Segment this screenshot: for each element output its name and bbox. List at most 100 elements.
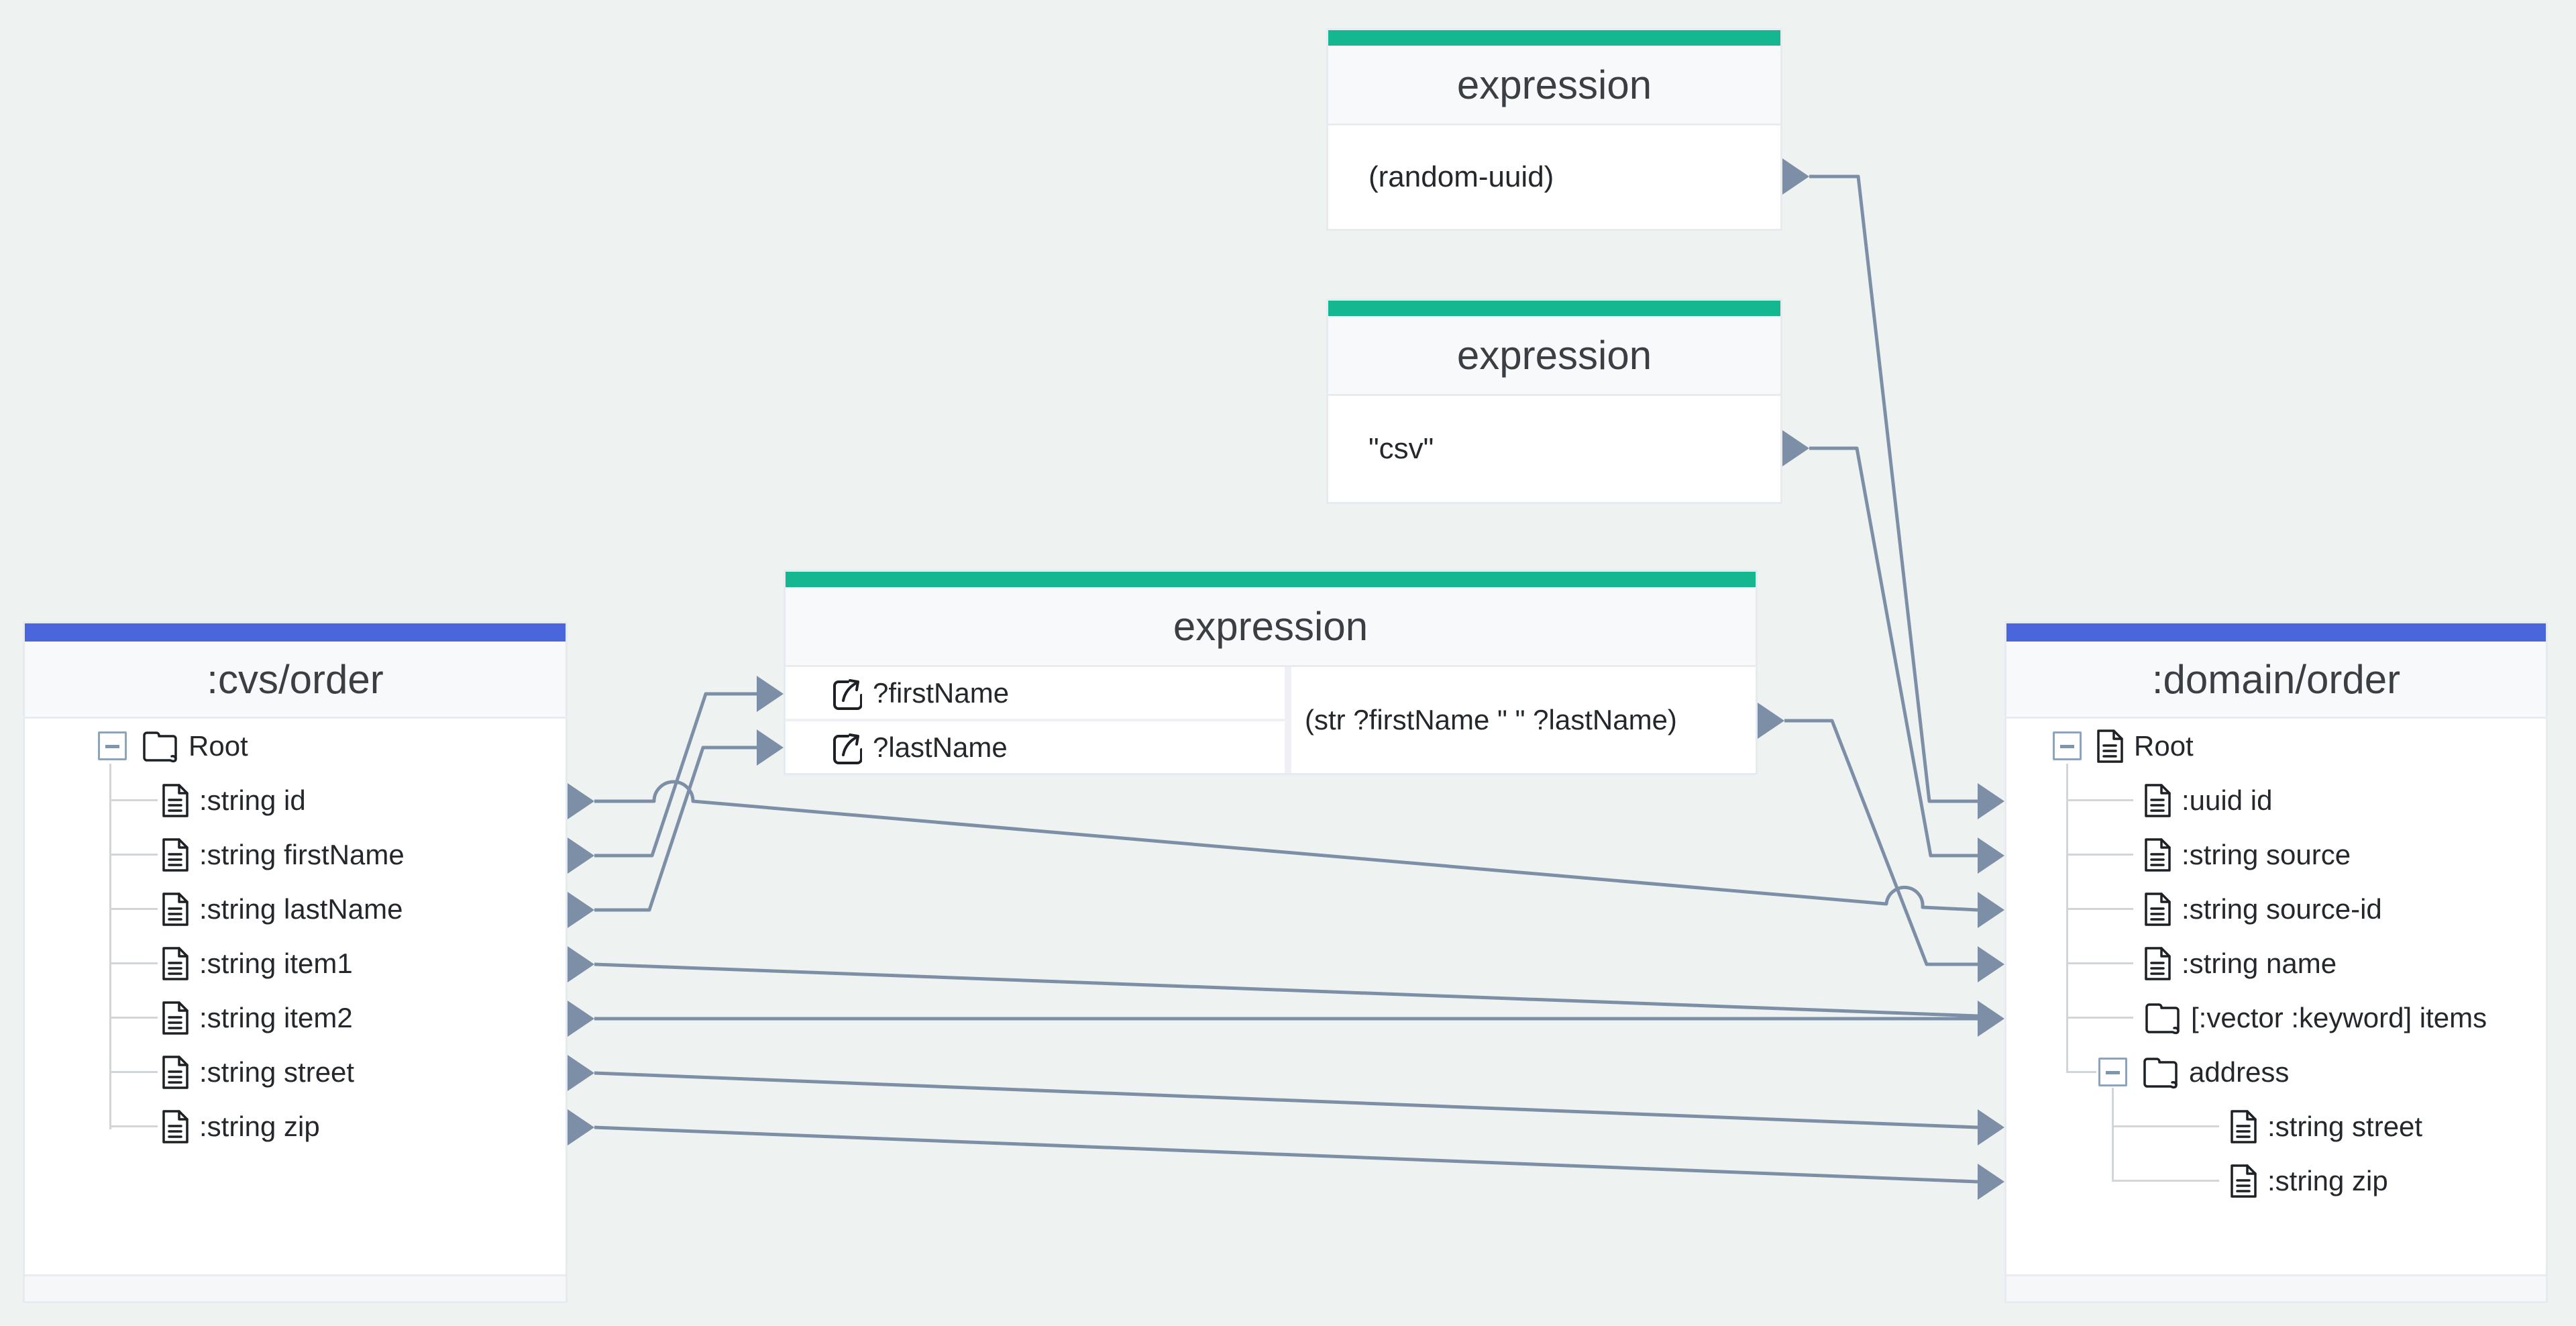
document-icon xyxy=(2229,1164,2258,1198)
tree-row-uuid-id[interactable]: :uuid id xyxy=(2006,773,2546,827)
tree-guide xyxy=(109,1017,158,1019)
connection-strconcat-to-name[interactable] xyxy=(1784,719,1978,966)
tree-guide xyxy=(109,764,111,1129)
output-port-arrow-random-uuid[interactable] xyxy=(1782,158,1809,195)
folder-icon xyxy=(140,729,179,763)
expression-title: expression xyxy=(1328,316,1780,396)
document-icon xyxy=(2143,892,2172,927)
input-port-arrow-expr-firstname[interactable] xyxy=(757,676,784,712)
tree-row-string-item1[interactable]: :string item1 xyxy=(25,936,566,990)
connection-csv-to-source[interactable] xyxy=(1809,446,1978,858)
input-port-arrow-zip[interactable] xyxy=(1978,1164,2004,1200)
expression-box-random-uuid[interactable]: expression (random-uuid) xyxy=(1326,28,1782,231)
tree-row-label: :string firstName xyxy=(199,838,405,870)
source-panel-footer xyxy=(25,1274,566,1301)
output-port-arrow-strconcat[interactable] xyxy=(1758,703,1784,739)
target-schema-tree: Root :uuid id :string source :string sou… xyxy=(2006,719,2546,1274)
collapse-minus-icon[interactable] xyxy=(98,731,127,760)
connection-random-uuid-to-id[interactable] xyxy=(1809,174,1978,803)
document-icon xyxy=(2143,946,2172,981)
tree-row-string-lastname[interactable]: :string lastName xyxy=(25,882,566,936)
expression-body[interactable]: (random-uuid) xyxy=(1328,125,1780,229)
tree-row-string-firstname[interactable]: :string firstName xyxy=(25,827,566,882)
input-port-arrow-source[interactable] xyxy=(1978,837,2004,874)
tree-row-label: :string street xyxy=(199,1056,355,1088)
output-port-arrow-item2[interactable] xyxy=(568,1001,594,1037)
tree-row-label: [:vector :keyword] items xyxy=(2191,1001,2487,1033)
document-icon xyxy=(160,1001,190,1035)
tree-row-vector-items[interactable]: [:vector :keyword] items xyxy=(2006,990,2546,1045)
tree-row-root[interactable]: Root xyxy=(25,719,566,773)
expression-input-firstname[interactable]: ?firstName xyxy=(786,667,1285,719)
collapse-minus-icon[interactable] xyxy=(2098,1058,2127,1086)
expression-box-csv[interactable]: expression "csv" xyxy=(1326,299,1782,504)
tree-guide xyxy=(109,962,158,964)
input-port-arrow-source-id[interactable] xyxy=(1978,892,2004,928)
export-icon xyxy=(828,731,862,764)
tree-guide xyxy=(109,799,158,801)
document-icon xyxy=(2095,729,2125,764)
output-port-arrow-zip[interactable] xyxy=(568,1109,594,1145)
tree-row-string-source-id[interactable]: :string source-id xyxy=(2006,882,2546,936)
tree-row-address-street[interactable]: :string street xyxy=(2006,1099,2546,1154)
tree-row-string-source[interactable]: :string source xyxy=(2006,827,2546,882)
input-port-arrow-name[interactable] xyxy=(1978,946,2004,982)
output-port-arrow-street[interactable] xyxy=(568,1055,594,1091)
input-port-arrow-street[interactable] xyxy=(1978,1109,2004,1145)
document-icon xyxy=(160,1055,190,1090)
tree-row-label: :string lastName xyxy=(199,892,403,925)
tree-guide xyxy=(109,1071,158,1073)
expression-body[interactable]: "csv" xyxy=(1328,396,1780,502)
tree-row-label: :string zip xyxy=(199,1110,320,1142)
tree-row-label: Root xyxy=(2134,729,2194,762)
expression-input-label: ?firstName xyxy=(873,676,1010,709)
output-port-arrow-id[interactable] xyxy=(568,783,594,819)
tree-row-label: :string street xyxy=(2267,1110,2423,1142)
tree-guide xyxy=(2066,908,2133,910)
connection-id-to-source-id[interactable] xyxy=(594,780,1978,912)
connection-lastname-to-expr-input[interactable] xyxy=(594,746,757,912)
expression-output-cell[interactable]: (str ?firstName " " ?lastName) xyxy=(1291,667,1756,773)
input-port-arrow-items[interactable] xyxy=(1978,1001,2004,1037)
expression-input-lastname[interactable]: ?lastName xyxy=(786,721,1285,773)
document-icon xyxy=(2143,837,2172,872)
document-icon xyxy=(2143,783,2172,818)
connection-street-to-street[interactable] xyxy=(594,1071,1978,1129)
expression-accent-bar xyxy=(1328,301,1780,316)
tree-row-string-item2[interactable]: :string item2 xyxy=(25,990,566,1045)
tree-row-string-street[interactable]: :string street xyxy=(25,1045,566,1099)
output-port-arrow-firstname[interactable] xyxy=(568,837,594,874)
expression-box-str-concat[interactable]: expression ?firstName ?lastName (str ?fi… xyxy=(784,570,1758,775)
tree-row-string-id[interactable]: :string id xyxy=(25,773,566,827)
tree-row-string-zip[interactable]: :string zip xyxy=(25,1099,566,1154)
tree-row-root[interactable]: Root xyxy=(2006,719,2546,773)
collapse-minus-icon[interactable] xyxy=(2053,731,2082,760)
tree-guide xyxy=(2112,1125,2219,1127)
target-panel-accent-bar xyxy=(2006,623,2546,642)
connection-zip-to-zip[interactable] xyxy=(594,1125,1978,1184)
tree-guide xyxy=(2066,799,2133,801)
expression-title: expression xyxy=(1328,46,1780,125)
input-port-arrow-uuid-id[interactable] xyxy=(1978,783,2004,819)
tree-row-address[interactable]: address xyxy=(2006,1045,2546,1099)
target-panel-footer xyxy=(2006,1274,2546,1301)
tree-guide xyxy=(2066,1017,2133,1019)
document-icon xyxy=(2229,1109,2258,1144)
input-port-arrow-expr-lastname[interactable] xyxy=(757,729,784,766)
tree-row-address-zip[interactable]: :string zip xyxy=(2006,1154,2546,1208)
target-schema-panel: :domain/order Root :uuid id : xyxy=(2004,621,2548,1303)
connection-firstname-to-expr-input[interactable] xyxy=(594,692,757,858)
output-port-arrow-lastname[interactable] xyxy=(568,892,594,928)
output-port-arrow-item1[interactable] xyxy=(568,946,594,982)
connection-item1-to-items[interactable] xyxy=(594,962,1978,1018)
expression-inputs: ?firstName ?lastName xyxy=(786,667,1285,773)
tree-guide xyxy=(2112,1088,2114,1182)
tree-row-label: :string item1 xyxy=(199,947,353,979)
folder-icon xyxy=(2141,1056,2180,1089)
tree-guide xyxy=(2066,962,2133,964)
tree-row-string-name[interactable]: :string name xyxy=(2006,936,2546,990)
output-port-arrow-csv[interactable] xyxy=(1782,430,1809,466)
expression-io-rows: ?firstName ?lastName (str ?firstName " "… xyxy=(786,667,1756,773)
tree-guide xyxy=(2112,1180,2219,1182)
tree-row-label: :string id xyxy=(199,784,306,816)
